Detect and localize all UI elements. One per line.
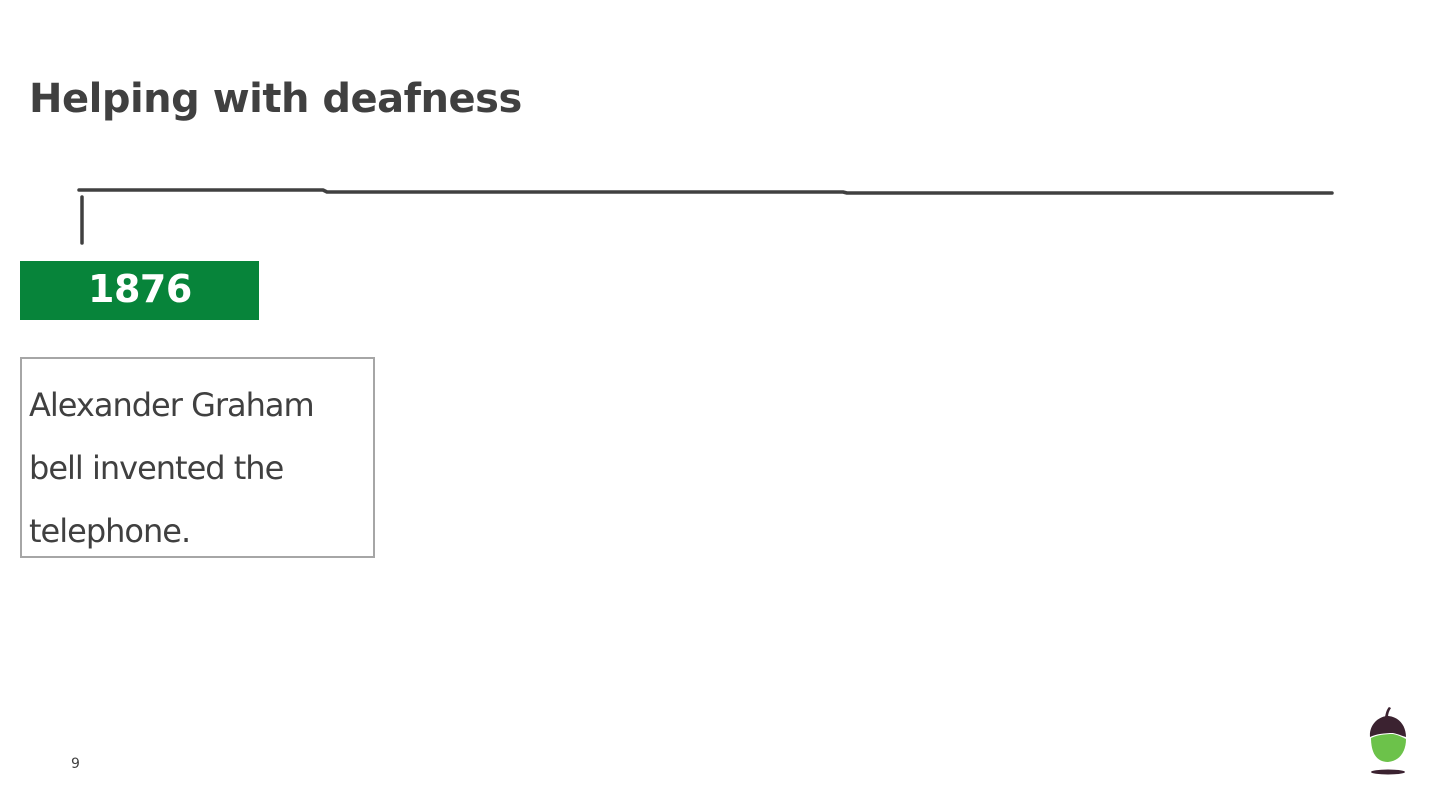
acorn-icon bbox=[1369, 707, 1406, 775]
acorn-cap bbox=[1369, 716, 1406, 737]
timeline-horizontal-line bbox=[77, 188, 1334, 195]
year-label: 1876 bbox=[88, 267, 192, 311]
slide-title: Helping with deafness bbox=[29, 76, 522, 122]
event-card bbox=[20, 357, 375, 558]
year-badge bbox=[20, 261, 259, 320]
page-number: 9 bbox=[71, 756, 80, 772]
event-description: Alexander Graham bell invented the telep… bbox=[29, 386, 315, 550]
acorn-stem bbox=[1385, 707, 1391, 717]
acorn-shadow bbox=[1371, 769, 1405, 775]
acorn-body bbox=[1371, 734, 1406, 762]
